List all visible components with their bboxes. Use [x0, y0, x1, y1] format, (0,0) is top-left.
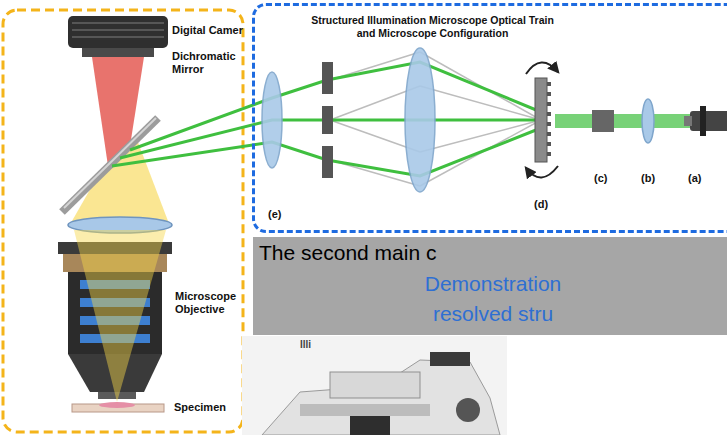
- digital-camera: [72, 29, 164, 31]
- diffraction-grating: [526, 62, 558, 177]
- specimen-slide: [72, 402, 164, 412]
- diffraction-grating: [526, 166, 558, 178]
- diffraction-grating: [547, 92, 551, 96]
- callout-letter: (d): [534, 198, 548, 211]
- digital-camera: [68, 16, 168, 57]
- slide-text-box: The second main c Demonstration resolved …: [253, 237, 727, 335]
- caption-fragment: Illi: [300, 339, 311, 351]
- microscope-photo: [330, 372, 420, 398]
- polarizer-cube: [592, 110, 614, 132]
- diffraction-grating: [526, 62, 558, 74]
- microscope-photo: [456, 398, 480, 422]
- dichromatic-mirror: [62, 118, 158, 212]
- digital-camera: [72, 36, 164, 38]
- collimator-lens: [642, 99, 654, 143]
- collimator-lens: [642, 99, 654, 143]
- diffraction-grating: [547, 112, 551, 116]
- part-label: Dichromatic Mirror: [172, 50, 242, 75]
- microscope-photo: [242, 336, 507, 435]
- slit-mask: [322, 106, 333, 134]
- slit-mask: [322, 146, 333, 178]
- yellow-beam: [74, 230, 166, 402]
- green-beams: [555, 114, 690, 128]
- panel-title: Structured Illumination Microscope Optic…: [305, 14, 560, 39]
- part-label: Specimen: [174, 401, 226, 414]
- slit-mask: [322, 62, 333, 94]
- optical-fiber: [684, 106, 727, 136]
- diffraction-grating: [547, 142, 551, 146]
- lens: [262, 72, 282, 168]
- part-label: Digital Camer: [172, 24, 243, 37]
- dichromatic-mirror: [62, 118, 158, 212]
- callout-letter: (b): [641, 172, 655, 185]
- slide-subheading: Demonstration resolved stru: [393, 269, 593, 329]
- digital-camera: [72, 22, 164, 24]
- condenser-lens: [405, 48, 435, 192]
- digital-camera: [68, 16, 168, 48]
- polarizer-cube: [592, 110, 614, 132]
- callout-letter: (e): [268, 208, 281, 221]
- diffraction-grating: [547, 102, 551, 106]
- dichromatic-mirror: [64, 118, 156, 208]
- green-beams: [112, 62, 690, 176]
- slit-mask: [322, 62, 333, 178]
- microscope-photo: [242, 336, 507, 435]
- microscope-photo: [350, 416, 390, 435]
- green-beams: [130, 62, 541, 150]
- microscope-photo: [430, 352, 470, 366]
- microscope-photo: [262, 360, 500, 435]
- diffraction-grating: [535, 78, 547, 162]
- optical-fiber: [684, 116, 692, 126]
- specimen-slide: [99, 402, 135, 408]
- lens: [262, 72, 282, 168]
- optical-train-panel: Structured Illumination Microscope Optic…: [252, 3, 727, 233]
- digital-camera: [82, 48, 154, 57]
- diffraction-grating: [547, 132, 551, 136]
- condenser-lens: [405, 48, 435, 192]
- microscope-photo: [300, 404, 430, 416]
- yellow-beam: [74, 230, 166, 402]
- optical-fiber: [700, 106, 706, 136]
- yellow-dashed-frame: [3, 10, 243, 432]
- diffraction-grating: [547, 122, 551, 126]
- part-label: Microscope Objective: [175, 290, 241, 315]
- diffraction-grating: [547, 152, 551, 156]
- diffraction-grating: [547, 82, 551, 86]
- slide-heading: The second main c: [259, 240, 436, 265]
- optical-fiber: [690, 111, 727, 131]
- callout-letter: (c): [594, 172, 607, 185]
- callout-letter: (a): [688, 172, 701, 185]
